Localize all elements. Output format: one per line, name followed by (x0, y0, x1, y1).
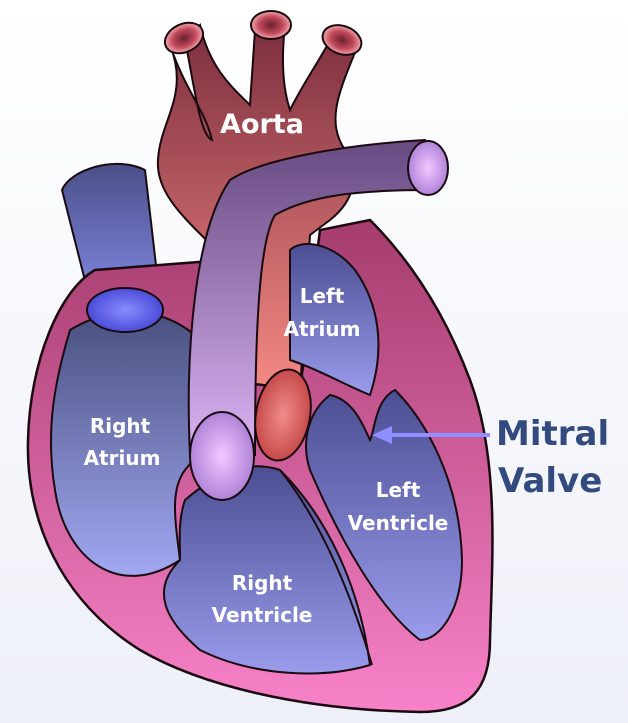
aorta-branch-middle-opening (251, 11, 291, 39)
right-ventricle-label-line1: Right (232, 571, 293, 595)
pulmonary-artery-opening (408, 141, 448, 195)
right-ventricle-label-line2: Ventricle (212, 603, 313, 627)
right-atrium-label-line2: Atrium (84, 446, 161, 470)
aorta-label: Aorta (220, 109, 304, 140)
pulmonary-valve-shape (190, 412, 254, 500)
mitral-valve-label-line1: Mitral (496, 414, 609, 454)
right-atrium-label-line1: Right (90, 414, 151, 438)
left-ventricle-label-line2: Ventricle (348, 511, 449, 535)
left-atrium-label-line1: Left (300, 284, 345, 308)
mitral-valve-label-line2: Valve (498, 461, 602, 501)
vena-cava-opening (87, 288, 163, 332)
left-ventricle-label-line1: Left (376, 478, 421, 502)
left-atrium-label-line2: Atrium (284, 317, 361, 341)
